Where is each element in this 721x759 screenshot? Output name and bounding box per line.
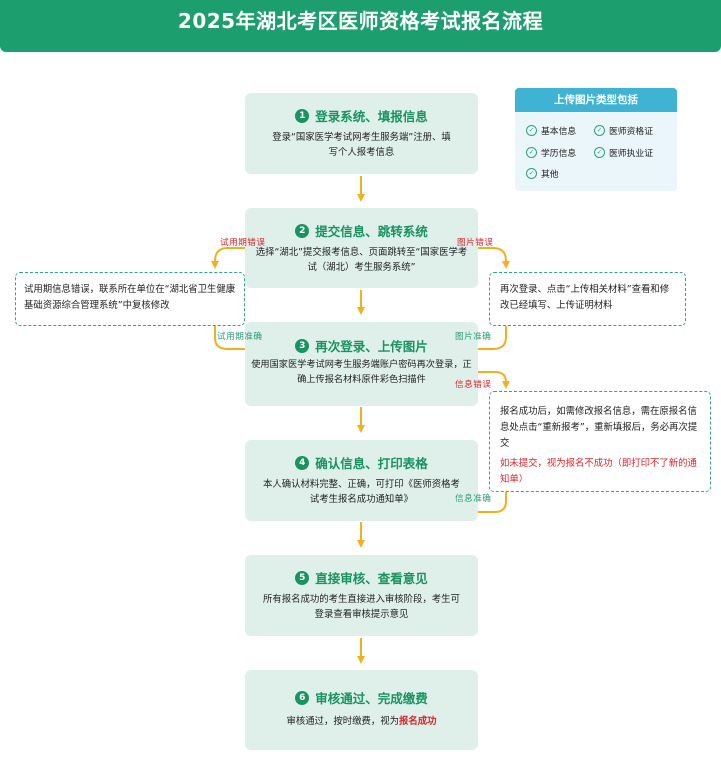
step-3: 3 再次登录、上传图片 使用国家医学考试网考生服务端账户密码再次登录，正确上传报… [245,322,478,406]
step-2: 2 提交信息、跳转系统 选择“湖北”提交报考信息、页面跳转至“国家医学考试（湖北… [245,208,478,288]
step-number-badge: 6 [295,690,310,705]
image-error-note: 再次登录、点击“上传相关材料”查看和修改已经填写、上传证明材料 [489,272,686,326]
step-number-badge: 2 [295,223,310,238]
upload-type-item: ✓ 医师执业证 [594,146,653,159]
step-description-prefix: 审核通过，按时缴费，视为 [286,716,399,727]
step-4: 4 确认信息、打印表格 本人确认材料完整、正确，可打印《医师资格考试考生报名成功… [245,440,478,521]
arrow-info-error [478,371,510,389]
step-description: 选择“湖北”提交报考信息、页面跳转至“国家医学考试（湖北）考生服务系统” [255,247,468,273]
info-error-warning: 如未提交，视为报名不成功（即打印不了新的通知单） [500,458,697,485]
tag-image-wrong: 图片错误 [457,238,494,248]
step-5: 5 直接审核、查看意见 所有报名成功的考生直接进入审核阶段，考生可登录查看审核提… [245,555,478,636]
header-bar: 2025年湖北考区医师资格考试报名流程 [0,0,721,52]
upload-type-item: ✓ 基本信息 [526,124,576,137]
step-title: 直接审核、查看意见 [315,571,428,586]
check-circle-icon: ✓ [594,125,605,136]
step-number-badge: 5 [295,570,310,585]
panel-title: 上传图片类型包括 [515,88,677,112]
upload-types-panel: 上传图片类型包括 ✓ 基本信息 ✓ 医师资格证 ✓ 学历信息 ✓ 医师执业证 ✓… [515,88,677,191]
step-title: 确认信息、打印表格 [315,456,428,471]
tag-info-correct: 信息准确 [455,494,492,504]
check-circle-icon: ✓ [594,147,605,158]
step-description: 登录“国家医学考试网考生服务端”注册、填写个人报考信息 [272,132,451,158]
step-number-badge: 4 [295,455,310,470]
tag-image-correct: 图片准确 [455,332,492,342]
tag-trial-wrong: 试用期错误 [220,238,266,248]
step-description: 审核通过，按时缴费，视为报名成功 [245,714,478,729]
info-error-note: 报名成功后，如需修改报名信息，需在原报名信息处点击“重新报考”，重新填报后，务必… [489,391,711,492]
tag-info-wrong: 信息错误 [455,380,492,390]
arrow-image-correct [459,326,507,353]
arrow-trial-correct [214,326,265,353]
step-description: 使用国家医学考试网考生服务端账户密码再次登录，正确上传报名材料原件彩色扫描件 [251,359,472,385]
step-description: 本人确认材料完整、正确，可打印《医师资格考试考生报名成功通知单》 [263,479,460,505]
step-number-badge: 3 [295,338,310,353]
step-title: 再次登录、上传图片 [315,339,428,354]
tag-trial-correct: 试用期准确 [217,332,263,342]
step-title: 登录系统、填报信息 [315,109,428,124]
upload-type-item: ✓ 医师资格证 [594,124,653,137]
arrow-image-error [478,247,510,269]
step-title: 审核通过、完成缴费 [315,691,428,706]
upload-type-item: ✓ 学历信息 [526,146,576,159]
trial-error-note: 试用期信息错误，联系所在单位在“湖北省卫生健康基础资源综合管理系统”中复核修改 [15,272,245,326]
info-error-text: 报名成功后，如需修改报名信息，需在原报名信息处点击“重新报考”，重新填报后，务必… [500,406,698,449]
upload-type-item: ✓ 其他 [526,167,559,180]
step-title: 提交信息、跳转系统 [315,224,428,239]
check-circle-icon: ✓ [526,147,537,158]
arrow-info-correct [459,492,507,516]
page-title: 2025年湖北考区医师资格考试报名流程 [177,9,544,33]
step-1: 1 登录系统、填报信息 登录“国家医学考试网考生服务端”注册、填写个人报考信息 [245,93,478,174]
arrow-trial-error [211,247,245,269]
check-circle-icon: ✓ [526,168,537,179]
step-number-badge: 1 [295,108,310,123]
step-6: 6 审核通过、完成缴费 审核通过，按时缴费，视为报名成功 [245,670,478,750]
check-circle-icon: ✓ [526,125,537,136]
step-description: 所有报名成功的考生直接进入审核阶段，考生可登录查看审核提示意见 [263,594,460,620]
success-highlight: 报名成功 [399,716,437,727]
